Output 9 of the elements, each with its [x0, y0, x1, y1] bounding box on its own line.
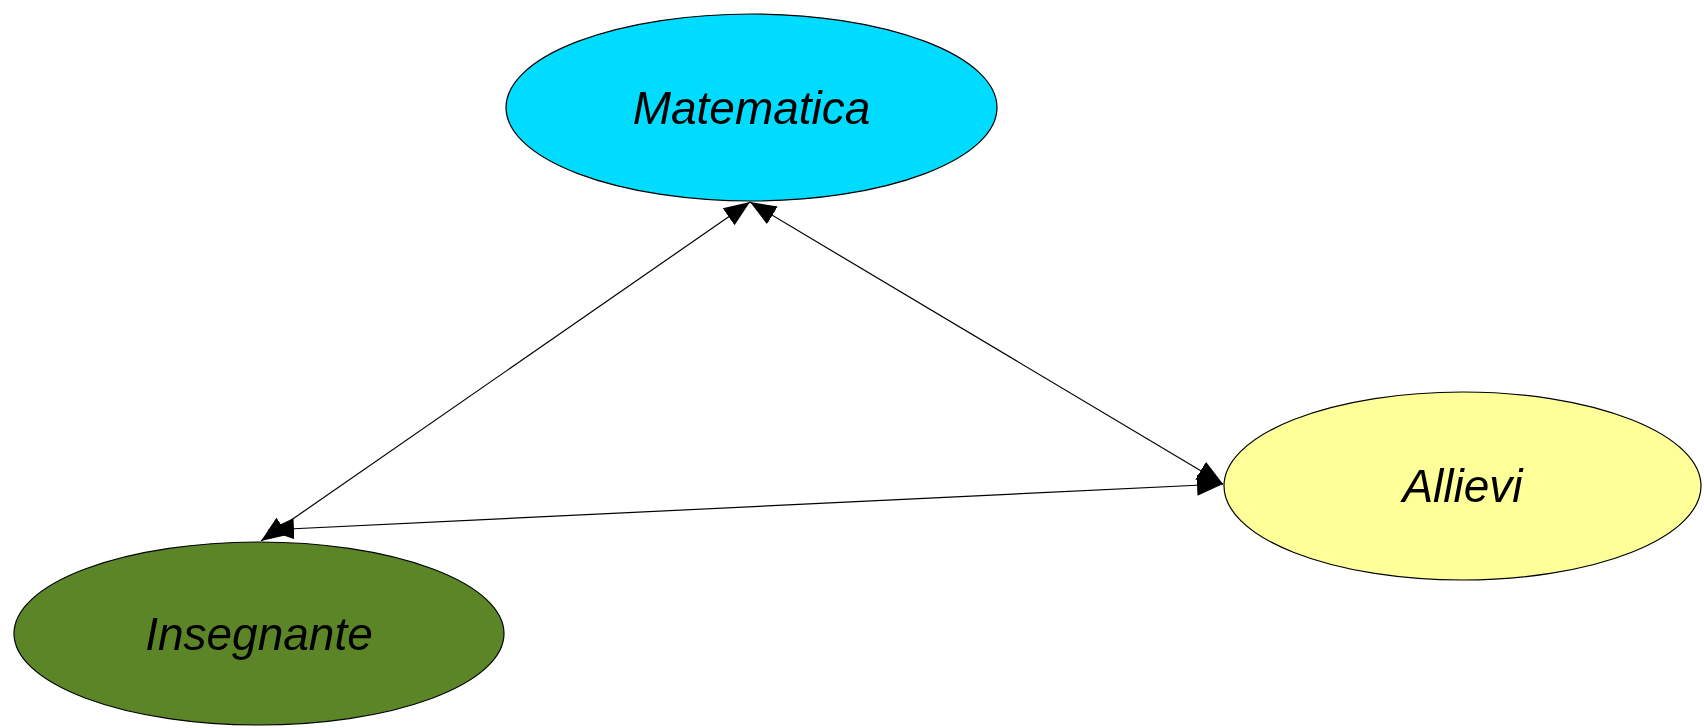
node-label: Insegnante [145, 606, 373, 661]
double-arrow [267, 474, 1224, 540]
node-label: Matematica [632, 80, 871, 135]
ellipse-node [13, 541, 505, 726]
double-arrow [749, 201, 1224, 485]
ellipse-node [505, 13, 998, 202]
ellipse-node [1223, 391, 1702, 581]
node-label: Allievi [1402, 459, 1523, 513]
double-arrow [260, 201, 751, 542]
